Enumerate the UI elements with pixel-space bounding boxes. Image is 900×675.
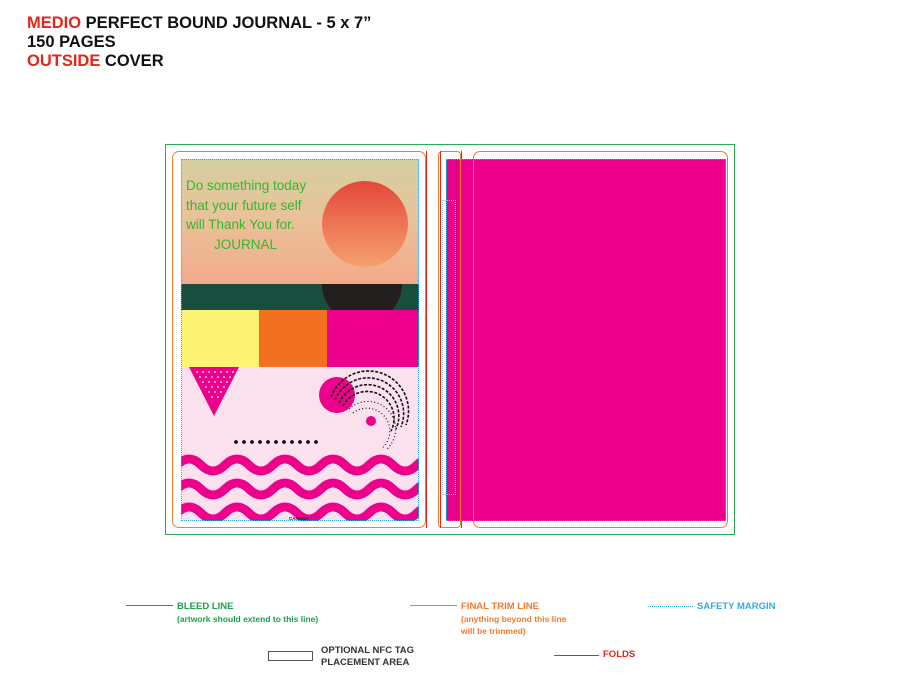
title-line-2: 150 PAGES bbox=[27, 33, 116, 51]
small-pink-dot bbox=[366, 416, 376, 426]
fold-line-left bbox=[426, 151, 427, 528]
sun-graphic bbox=[322, 181, 408, 267]
pink-block bbox=[327, 310, 419, 367]
title-line-1: MEDIO PERFECT BOUND JOURNAL - 5 x 7” bbox=[27, 14, 372, 32]
page-title: MEDIO PERFECT BOUND JOURNAL - 5 x 7” 150… bbox=[27, 14, 371, 71]
back-cover-panel bbox=[446, 159, 726, 521]
trim-line-front bbox=[172, 151, 426, 528]
safety-margin-front bbox=[181, 159, 419, 521]
spine-trim bbox=[438, 151, 461, 528]
fold-line-right bbox=[461, 151, 462, 528]
trim-legend: FINAL TRIM LINE (anything beyond this li… bbox=[461, 601, 567, 636]
color-blocks bbox=[181, 310, 419, 367]
black-arcs bbox=[330, 370, 410, 432]
country-label: CANADA bbox=[289, 516, 309, 521]
pink-triangle bbox=[189, 367, 239, 416]
bleed-legend-swatch bbox=[126, 605, 173, 606]
pink-waves bbox=[181, 454, 419, 521]
nfc-legend-swatch bbox=[268, 651, 313, 661]
safety-legend: SAFETY MARGIN bbox=[697, 601, 776, 612]
back-edge-line bbox=[715, 159, 716, 521]
orange-block bbox=[259, 310, 327, 367]
fold-line-spine bbox=[440, 151, 441, 528]
teal-band bbox=[181, 284, 419, 310]
cover-title: JOURNAL bbox=[214, 236, 278, 252]
trim-legend-swatch bbox=[410, 605, 457, 606]
title-line-3: OUTSIDE COVER bbox=[27, 52, 164, 70]
folds-legend-swatch bbox=[554, 655, 599, 656]
sunset-sky: Do something today that your future self… bbox=[181, 159, 419, 284]
nfc-legend: OPTIONAL NFC TAG PLACEMENT AREA bbox=[321, 645, 415, 668]
front-cover-artwork: Do something today that your future self… bbox=[181, 159, 419, 521]
safety-margin-back bbox=[446, 159, 726, 521]
bleed-legend: BLEED LINE (artwork should extend to thi… bbox=[177, 601, 319, 624]
cover-quote: Do something today that your future self… bbox=[186, 176, 356, 254]
dot-row bbox=[234, 440, 318, 444]
trim-line-back bbox=[473, 151, 728, 528]
spine-safety-margin bbox=[442, 200, 456, 495]
back-fold-line bbox=[456, 159, 457, 521]
dark-half-circle bbox=[322, 284, 402, 310]
yellow-block bbox=[181, 310, 259, 367]
pattern-area bbox=[181, 367, 419, 521]
safety-legend-swatch bbox=[648, 606, 693, 607]
folds-legend: FOLDS bbox=[603, 649, 636, 660]
bleed-line bbox=[165, 144, 735, 535]
